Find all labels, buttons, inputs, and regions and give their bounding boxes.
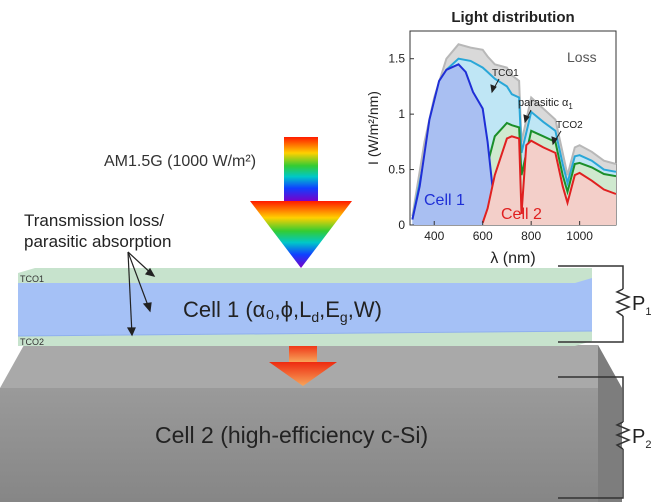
series-line-0 xyxy=(411,43,617,217)
circuit-p2 xyxy=(558,376,631,499)
cell1-layer xyxy=(18,278,592,336)
loss-pointer-arrows xyxy=(126,251,156,337)
y-tick-label: 0.5 xyxy=(388,163,405,177)
annotation-tco2: TCO2 xyxy=(556,120,583,131)
annotation-loss: Loss xyxy=(567,49,597,65)
series-line-2 xyxy=(481,121,617,203)
light-distribution-chart: 400 600 800 1000 0 0.5 1 1.5 Light distribution… xyxy=(365,9,617,267)
incident-light-arrow xyxy=(250,137,352,268)
p1-label: P1 xyxy=(632,293,651,318)
cell2-side-face xyxy=(598,345,622,502)
cell2-block xyxy=(0,388,622,502)
series-line-4 xyxy=(481,135,617,224)
y-tick-label: 0 xyxy=(398,218,405,232)
x-tick-label: 400 xyxy=(424,229,444,243)
series-area-4 xyxy=(482,136,616,225)
y-tick-label: 1 xyxy=(398,107,405,121)
annotation-parasitic: parasitic α1 xyxy=(518,97,573,111)
y-tick-label: 1.5 xyxy=(388,52,405,66)
chart-xlabel: λ (nm) xyxy=(490,250,535,267)
annotation-pointers xyxy=(490,78,562,146)
annotation-cell2: Cell 2 xyxy=(501,206,542,223)
x-tick-label: 800 xyxy=(521,229,541,243)
loss-label-line2: parasitic absorption xyxy=(24,232,171,251)
p2-label: P2 xyxy=(632,426,651,451)
loss-label-line1: Transmission loss/ xyxy=(24,211,164,230)
chart-ylabel: I (W/m²/nm) xyxy=(365,91,381,165)
circuit-p1 xyxy=(558,265,631,343)
x-tick-label: 600 xyxy=(473,229,493,243)
chart-title: Light distribution xyxy=(451,9,574,26)
tco1-layer xyxy=(18,268,592,283)
annotation-tco1: TCO1 xyxy=(492,68,519,79)
transmitted-light-arrow xyxy=(269,344,337,386)
source-label: AM1.5G (1000 W/m²) xyxy=(104,153,256,170)
cell1-label: Cell 1 (α₀,ϕ,Ld,Eg,W) xyxy=(183,297,382,325)
tco2-label: TCO2 xyxy=(20,337,44,347)
series-line-1 xyxy=(411,57,617,220)
x-tick-label: 1000 xyxy=(566,229,593,243)
annotation-cell1: Cell 1 xyxy=(424,192,465,209)
cell2-label: Cell 2 (high-efficiency c-Si) xyxy=(155,422,428,448)
tco1-label: TCO1 xyxy=(20,274,44,284)
